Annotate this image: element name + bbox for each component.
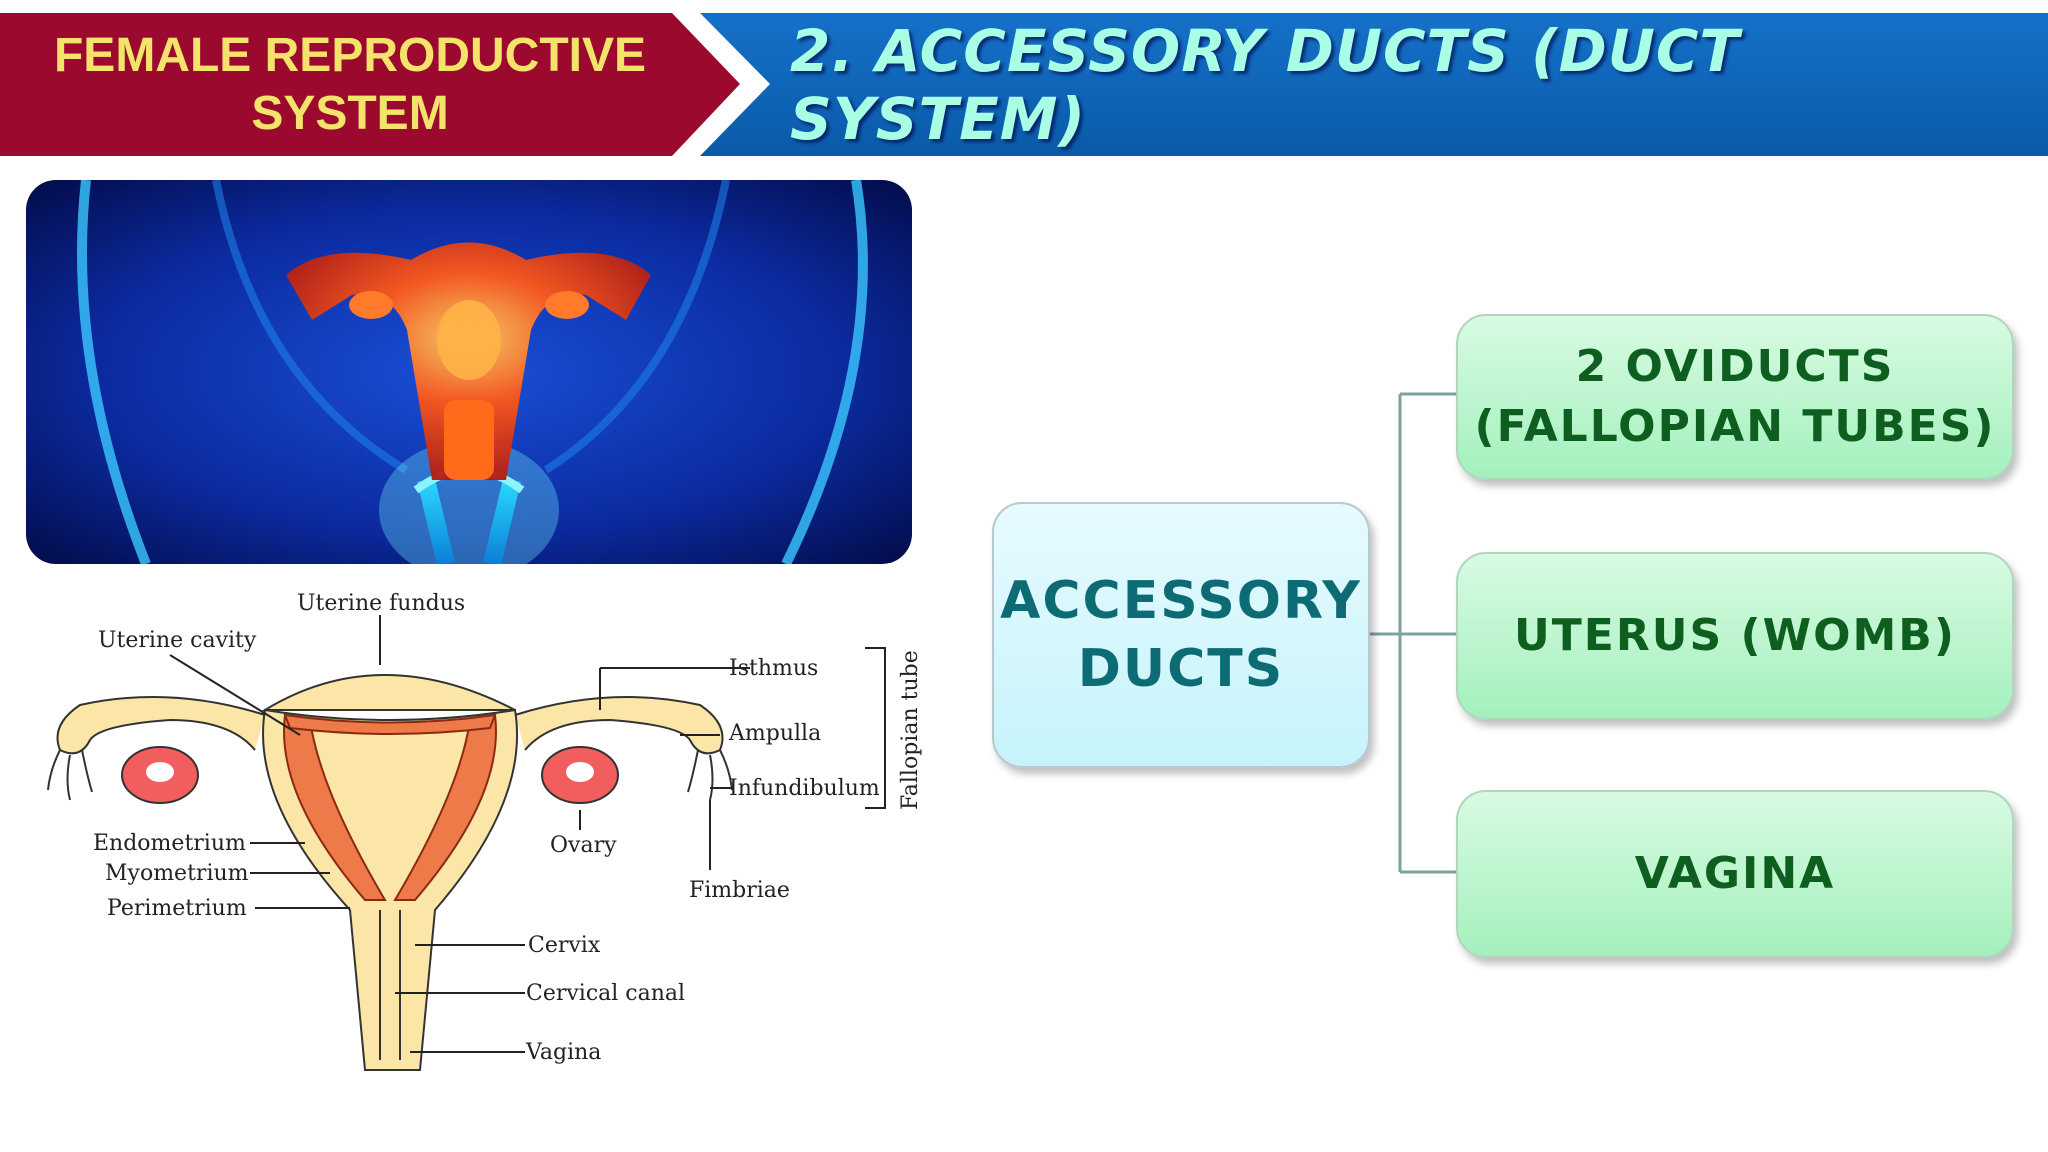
label-uterine-cavity: Uterine cavity (98, 628, 257, 653)
slide-title: 2. ACCESSORY DUCTS (DUCT SYSTEM) (790, 16, 1740, 153)
label-isthmus: Isthmus (729, 656, 818, 681)
label-uterine-fundus: Uterine fundus (297, 591, 465, 616)
label-infundibulum: Infundibulum (729, 776, 880, 801)
uterus-node-label: UTERUS (WOMB) (1514, 610, 1956, 661)
label-ovary: Ovary (550, 833, 617, 858)
section-title-banner: FEMALE REPRODUCTIVE SYSTEM (0, 13, 740, 156)
uterus-xray-image (26, 180, 912, 564)
uterus-node: UTERUS (WOMB) (1456, 552, 2014, 720)
root-node-line-1: ACCESSORY (1000, 571, 1362, 631)
vagina-node-label: VAGINA (1634, 848, 1836, 899)
oviducts-node-line-2: (FALLOPIAN TUBES) (1474, 401, 1996, 452)
uterus-anatomy-diagram: Uterine fundus Uterine cavity Isthmus Am… (20, 580, 940, 1080)
label-cervix: Cervix (528, 933, 601, 958)
oviducts-node: 2 OVIDUCTS (FALLOPIAN TUBES) (1456, 314, 2014, 480)
label-fimbriae: Fimbriae (689, 878, 790, 903)
section-title-line-2: SYSTEM (251, 86, 449, 140)
label-ampulla: Ampulla (728, 721, 821, 746)
label-vagina: Vagina (525, 1040, 601, 1065)
vagina-node: VAGINA (1456, 790, 2014, 958)
label-perimetrium: Perimetrium (107, 896, 247, 921)
oviducts-node-line-1: 2 OVIDUCTS (1575, 341, 1895, 392)
accessory-ducts-node: ACCESSORY DUCTS (992, 502, 1370, 768)
label-myometrium: Myometrium (105, 861, 249, 886)
banner-arrow-shape (0, 13, 740, 156)
root-node-line-2: DUCTS (1077, 639, 1285, 699)
slide-title-banner (700, 13, 2048, 156)
label-endometrium: Endometrium (93, 831, 246, 856)
label-fallopian-tube: Fallopian tube (898, 650, 923, 810)
label-cervical-canal: Cervical canal (526, 981, 685, 1006)
section-title-line-1: FEMALE REPRODUCTIVE (53, 28, 647, 82)
section-title: FEMALE REPRODUCTIVE SYSTEM (0, 13, 700, 156)
